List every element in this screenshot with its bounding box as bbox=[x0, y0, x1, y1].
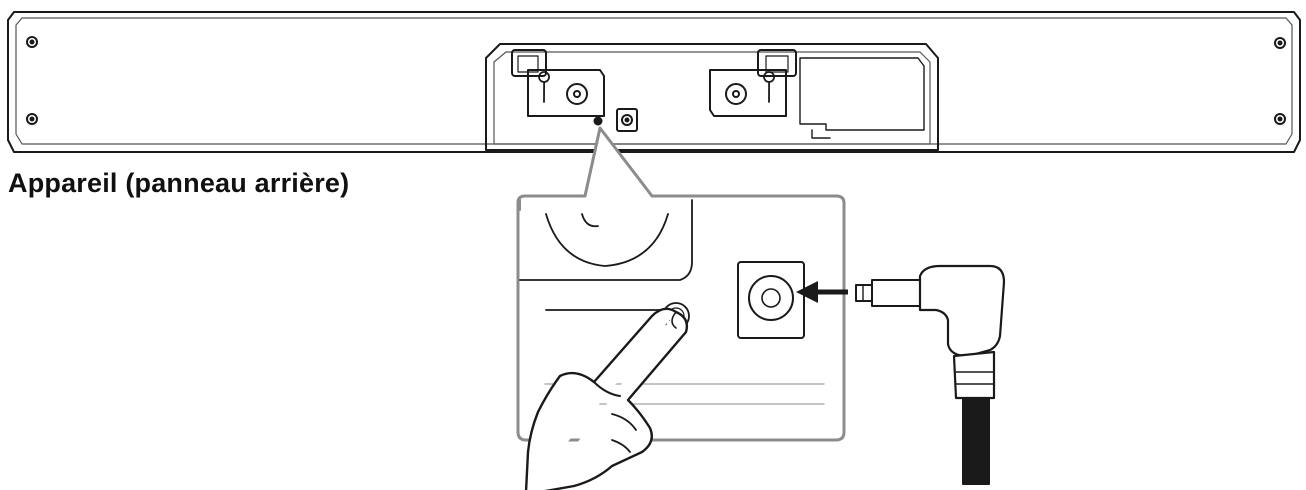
callout-zoom bbox=[516, 126, 846, 442]
power-jack-small bbox=[616, 108, 638, 132]
device-caption: Appareil (panneau arrière) bbox=[8, 168, 350, 198]
screw-icon bbox=[26, 113, 38, 125]
power-jack-icon bbox=[737, 261, 805, 339]
mounting-bracket-left bbox=[527, 69, 605, 117]
mounting-bracket-right bbox=[709, 69, 787, 117]
reset-button-small bbox=[593, 116, 603, 126]
screw-icon bbox=[26, 36, 38, 48]
screw-icon bbox=[1274, 113, 1286, 125]
pointing-finger-icon bbox=[524, 307, 689, 490]
rear-panel-recess bbox=[485, 43, 939, 151]
soundbar-body bbox=[7, 11, 1301, 153]
screw-icon bbox=[1274, 37, 1286, 49]
power-plug-icon bbox=[855, 264, 1006, 485]
insert-arrow-icon bbox=[796, 281, 848, 303]
